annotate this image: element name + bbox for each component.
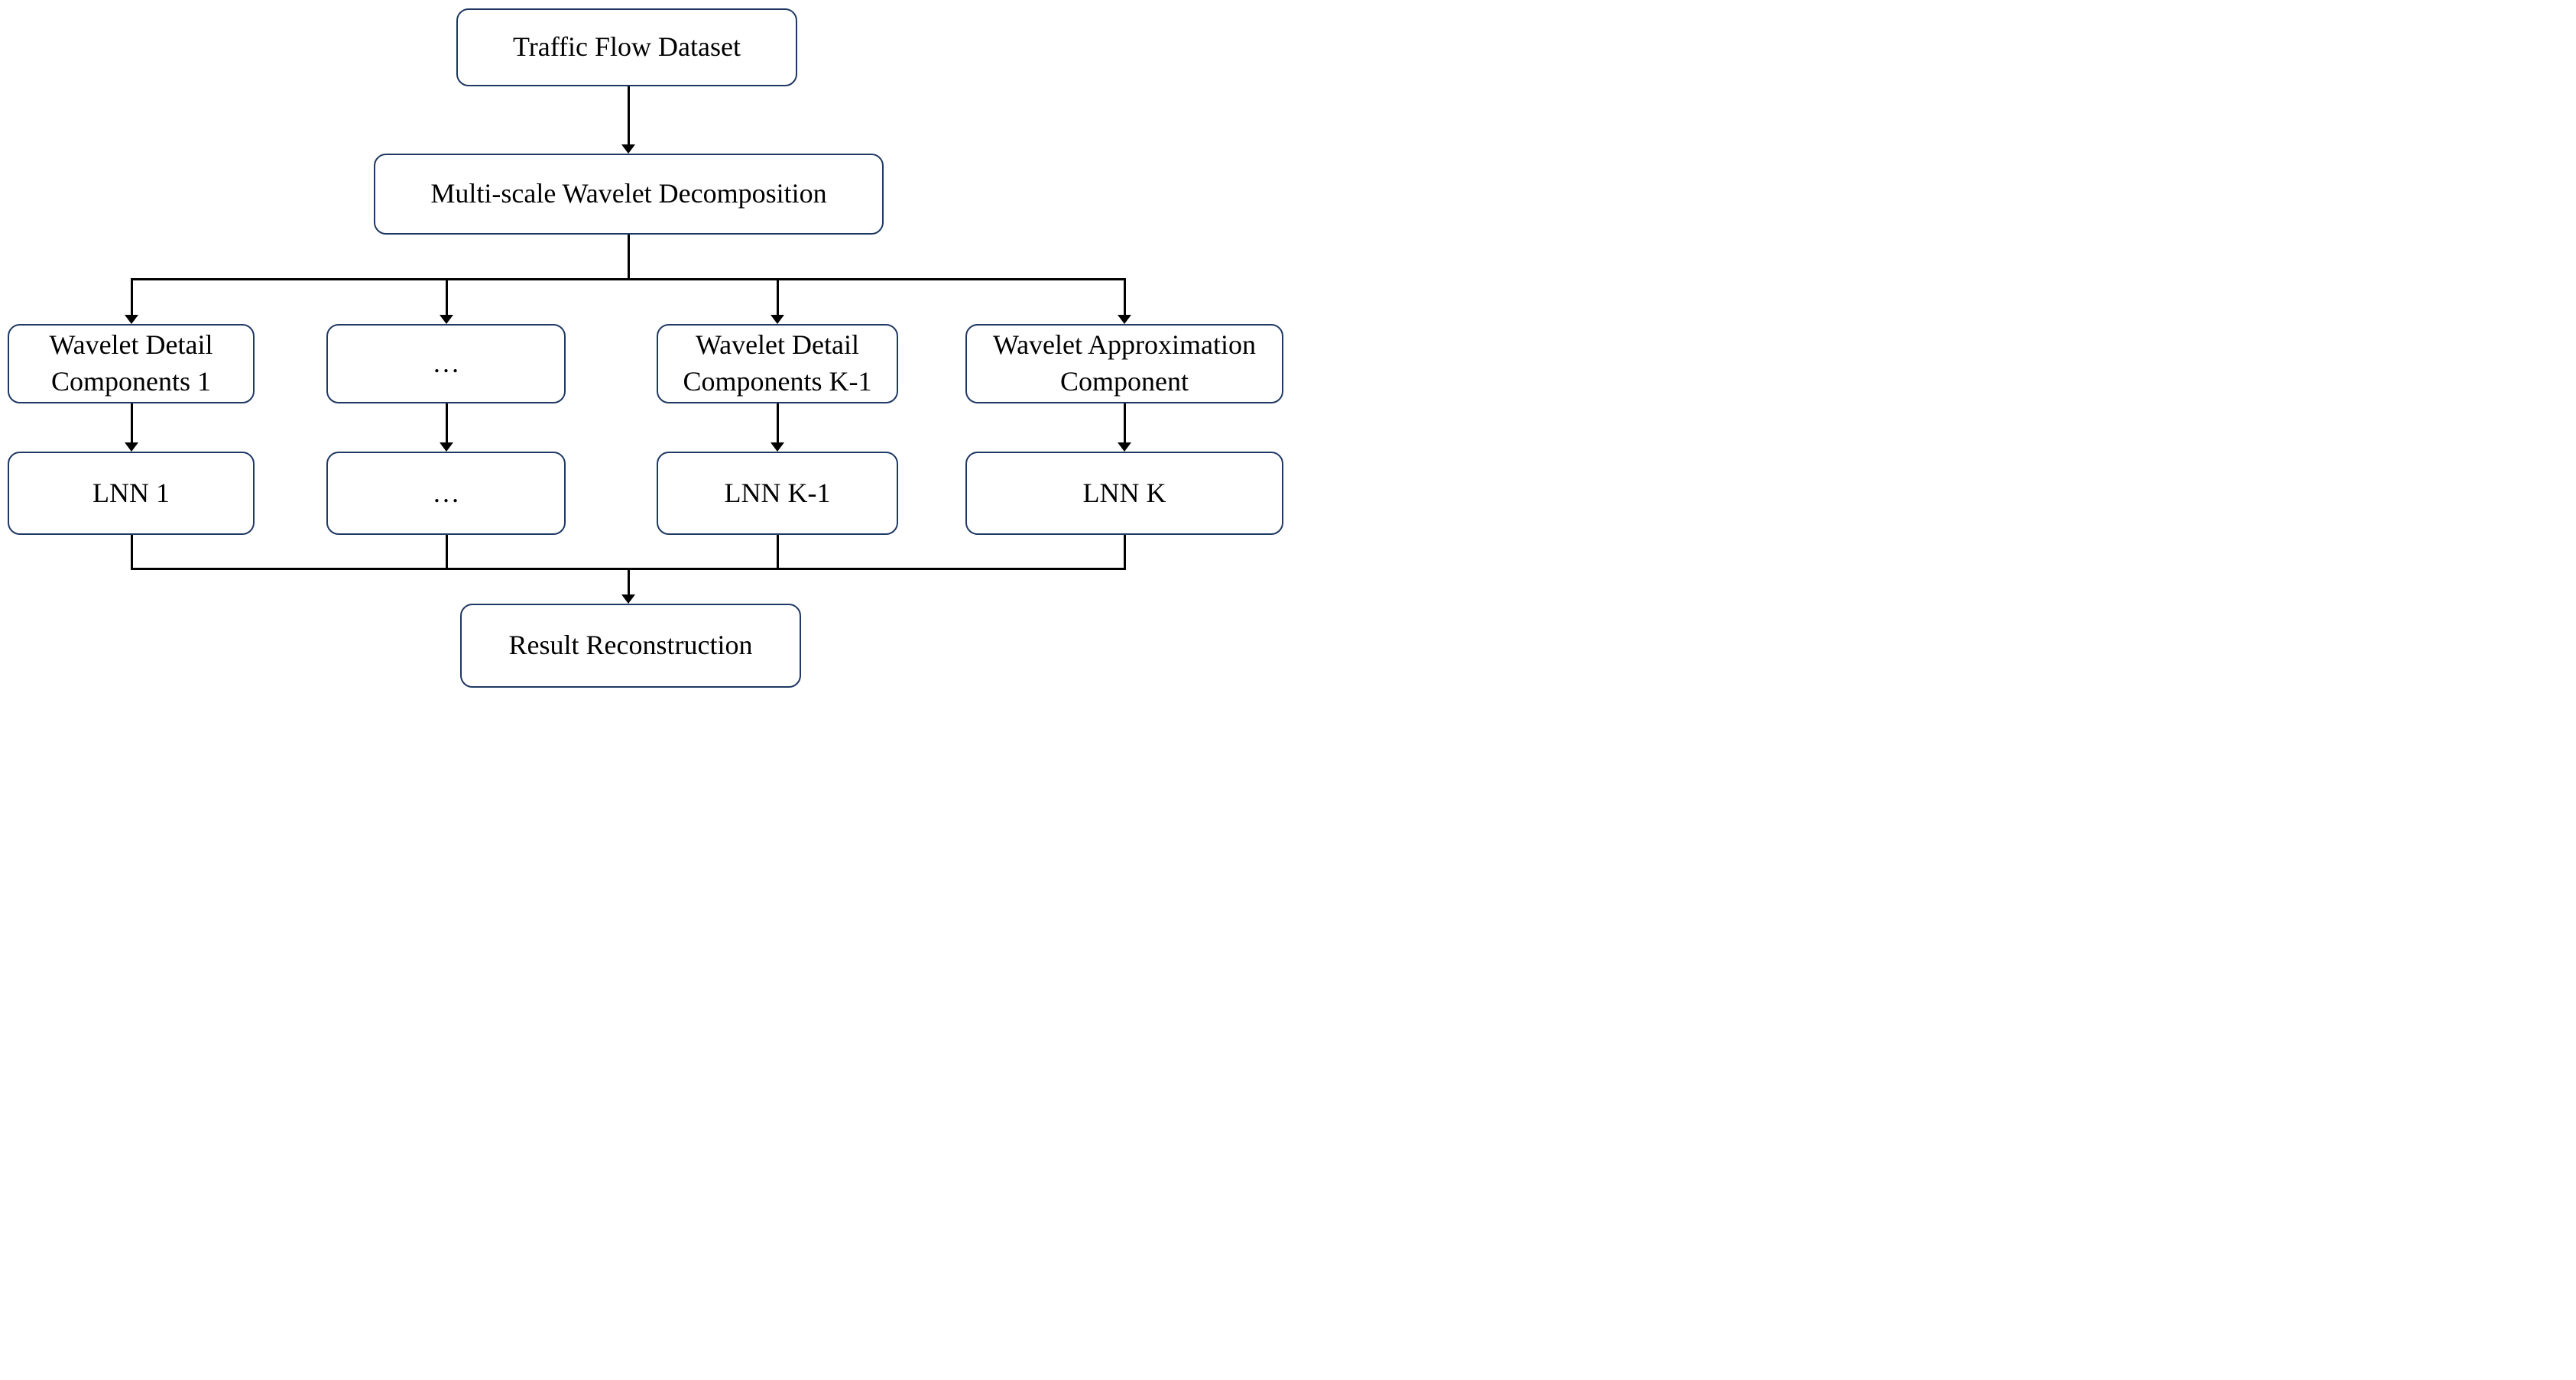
connector-lnn-ellipsis-riser <box>445 535 448 570</box>
node-detail-ellipsis-label: … <box>432 348 460 379</box>
node-traffic-flow-dataset: Traffic Flow Dataset <box>456 8 797 86</box>
arrow-detail-1-to-lnn-1 <box>130 403 133 442</box>
arrow-branch-to-detail-1 <box>130 280 133 315</box>
arrow-branch-to-detail-k-minus-1 <box>776 280 779 315</box>
arrow-detail-k-minus-1-to-lnn-k-minus-1 <box>776 403 779 442</box>
node-lnn-ellipsis: … <box>326 452 566 535</box>
node-multiscale-wavelet-decomposition-label: Multi-scale Wavelet Decomposition <box>430 178 827 209</box>
node-lnn-k-label: LNN K <box>1082 477 1166 508</box>
node-lnn-k: LNN K <box>965 452 1283 535</box>
connector-decomposition-stem <box>627 235 630 280</box>
arrow-branch-to-approximation <box>1123 280 1126 315</box>
node-lnn-1-label: LNN 1 <box>92 477 170 508</box>
arrow-dataset-to-decomposition <box>627 86 630 144</box>
node-lnn-k-minus-1: LNN K-1 <box>657 452 898 535</box>
node-result-reconstruction-label: Result Reconstruction <box>508 630 753 661</box>
connector-lnn-k-minus-1-riser <box>776 535 779 570</box>
node-wavelet-detail-components-1-label: Wavelet Detail Components 1 <box>49 329 213 397</box>
node-multiscale-wavelet-decomposition: Multi-scale Wavelet Decomposition <box>374 154 884 235</box>
arrow-approximation-to-lnn-k <box>1123 403 1126 442</box>
arrow-branch-to-detail-ellipsis <box>445 280 448 315</box>
node-wavelet-detail-components-k-minus-1: Wavelet Detail Components K-1 <box>657 324 898 403</box>
node-lnn-k-minus-1-label: LNN K-1 <box>724 477 831 508</box>
connector-branch-bus <box>130 278 1126 280</box>
connector-lnn-k-riser <box>1123 535 1126 570</box>
arrow-detail-ellipsis-to-lnn-ellipsis <box>445 403 448 442</box>
node-traffic-flow-dataset-label: Traffic Flow Dataset <box>513 31 741 63</box>
node-result-reconstruction: Result Reconstruction <box>460 604 801 688</box>
node-wavelet-detail-components-1: Wavelet Detail Components 1 <box>8 324 255 403</box>
node-detail-ellipsis: … <box>326 324 566 403</box>
connector-lnn-1-riser <box>130 535 133 570</box>
arrow-converge-to-result <box>627 569 630 594</box>
node-lnn-ellipsis-label: … <box>432 477 460 508</box>
flowchart-canvas: Traffic Flow Dataset Multi-scale Wavelet… <box>0 0 1288 690</box>
node-wavelet-detail-components-k-minus-1-label: Wavelet Detail Components K-1 <box>683 329 872 397</box>
node-wavelet-approximation-component: Wavelet Approximation Component <box>965 324 1283 403</box>
node-lnn-1: LNN 1 <box>8 452 255 535</box>
node-wavelet-approximation-component-label: Wavelet Approximation Component <box>992 329 1257 397</box>
